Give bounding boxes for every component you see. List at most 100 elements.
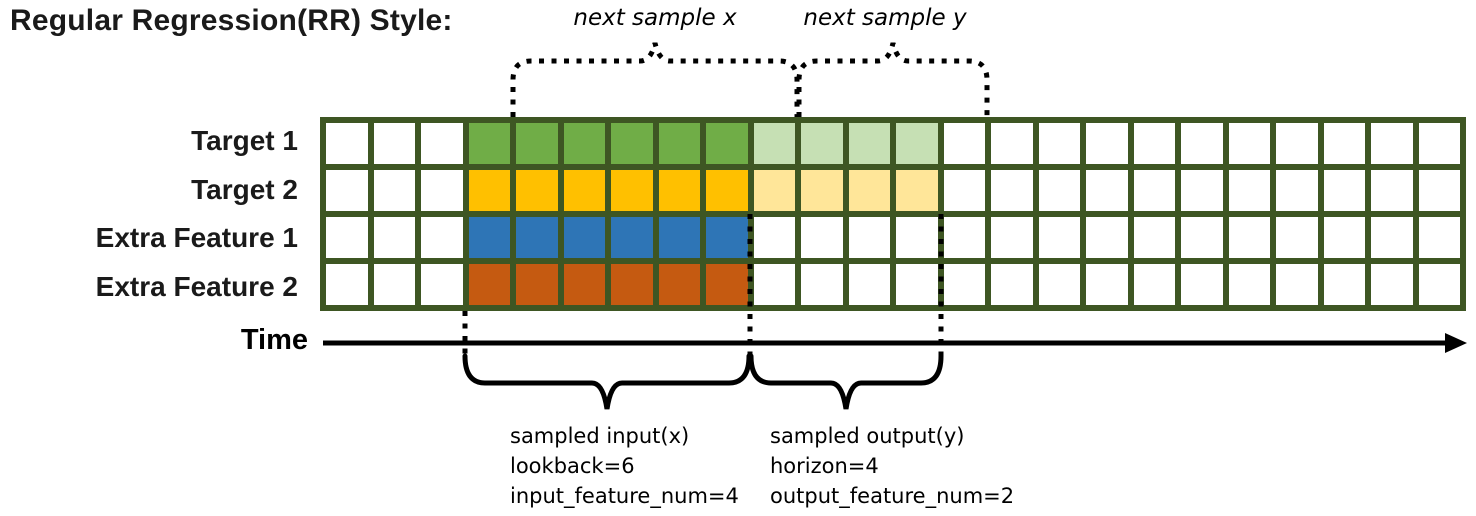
sampled-input-title: sampled input(x) <box>510 424 690 448</box>
grid-cell <box>1323 123 1365 164</box>
time-axis-arrowhead-icon <box>1445 333 1467 353</box>
grid-cell <box>516 217 558 258</box>
grid-cell <box>1276 170 1318 211</box>
timeseries-grid <box>320 117 1466 311</box>
horizon-value: horizon=4 <box>770 454 879 478</box>
grid-cell <box>1418 170 1460 211</box>
input-feature-num-value: input_feature_num=4 <box>510 484 739 508</box>
grid-cell <box>896 217 938 258</box>
grid-cell <box>1323 170 1365 211</box>
grid-cell <box>706 170 748 211</box>
grid-cell <box>1086 170 1128 211</box>
grid-cell <box>848 264 890 305</box>
grid-cell <box>1086 123 1128 164</box>
grid-cell <box>1228 217 1270 258</box>
grid-cell <box>1323 264 1365 305</box>
grid-cell <box>658 264 700 305</box>
grid-cell <box>326 170 368 211</box>
grid-cell <box>991 217 1033 258</box>
grid-cell <box>421 217 463 258</box>
grid-cell <box>991 170 1033 211</box>
grid-cell <box>753 123 795 164</box>
grid-cell <box>468 217 510 258</box>
grid-cell <box>1086 217 1128 258</box>
grid-cell <box>991 264 1033 305</box>
grid-cell <box>848 217 890 258</box>
grid-cell <box>1276 123 1318 164</box>
grid-cell <box>1371 170 1413 211</box>
grid-cell <box>1228 170 1270 211</box>
grid-cell <box>1181 264 1223 305</box>
grid-cell <box>1418 264 1460 305</box>
grid-cell <box>1228 123 1270 164</box>
grid-cell <box>1418 217 1460 258</box>
grid-cell <box>1038 170 1080 211</box>
grid-cell <box>1181 170 1223 211</box>
grid-cell <box>326 264 368 305</box>
grid-cell <box>658 170 700 211</box>
grid-cell <box>1133 170 1175 211</box>
sampled-input-note: sampled input(x) lookback=6 input_featur… <box>510 421 739 511</box>
grid-cell <box>611 170 653 211</box>
grid-cell <box>896 264 938 305</box>
next-sample-y-brace <box>796 42 990 117</box>
grid-cell <box>1276 217 1318 258</box>
lookback-value: lookback=6 <box>510 454 635 478</box>
grid-cell <box>706 264 748 305</box>
grid-cell <box>658 217 700 258</box>
grid-cell <box>943 123 985 164</box>
grid-cell <box>563 264 605 305</box>
grid-cell <box>563 217 605 258</box>
grid-cell <box>1371 264 1413 305</box>
grid-cell <box>468 264 510 305</box>
grid-cell <box>468 170 510 211</box>
next-sample-y-label: next sample y <box>803 5 967 31</box>
grid-cell <box>801 217 843 258</box>
grid-cell <box>1323 217 1365 258</box>
grid-cell <box>1086 264 1128 305</box>
grid-cell <box>1276 264 1318 305</box>
grid-cell <box>1133 264 1175 305</box>
time-axis-label: Time <box>240 324 308 356</box>
grid-cell <box>943 170 985 211</box>
grid-cell <box>563 123 605 164</box>
grid-cell <box>373 123 415 164</box>
grid-cell <box>1181 123 1223 164</box>
grid-cell <box>943 217 985 258</box>
grid-cell <box>373 264 415 305</box>
grid-cell <box>611 217 653 258</box>
grid-cell <box>753 264 795 305</box>
grid-cell <box>801 123 843 164</box>
next-sample-x-label: next sample x <box>573 5 737 31</box>
sampled-output-note: sampled output(y) horizon=4 output_featu… <box>770 421 1014 511</box>
grid-cell <box>468 123 510 164</box>
grid-cell <box>516 170 558 211</box>
row-label-3: Extra Feature 1 <box>95 222 298 254</box>
grid-cell <box>943 264 985 305</box>
grid-cell <box>848 170 890 211</box>
grid-cell <box>896 123 938 164</box>
next-sample-x-brace <box>510 42 800 117</box>
grid-cell <box>1038 217 1080 258</box>
grid-cell <box>563 170 605 211</box>
grid-cell <box>516 123 558 164</box>
sampled-output-brace <box>748 353 944 410</box>
grid-cell <box>1133 123 1175 164</box>
grid-cell <box>1038 264 1080 305</box>
row-label-1: Target 1 <box>191 125 298 157</box>
grid-cell <box>373 170 415 211</box>
page-title: Regular Regression(RR) Style: <box>10 4 453 37</box>
grid-cell <box>421 170 463 211</box>
grid-cell <box>326 123 368 164</box>
grid-cell <box>1418 123 1460 164</box>
grid-cell <box>421 264 463 305</box>
grid-cell <box>1133 217 1175 258</box>
grid-cell <box>1371 217 1413 258</box>
grid-cell <box>326 217 368 258</box>
output-feature-num-value: output_feature_num=2 <box>770 484 1015 508</box>
grid-cell <box>801 264 843 305</box>
grid-cell <box>516 264 558 305</box>
grid-cell <box>1371 123 1413 164</box>
